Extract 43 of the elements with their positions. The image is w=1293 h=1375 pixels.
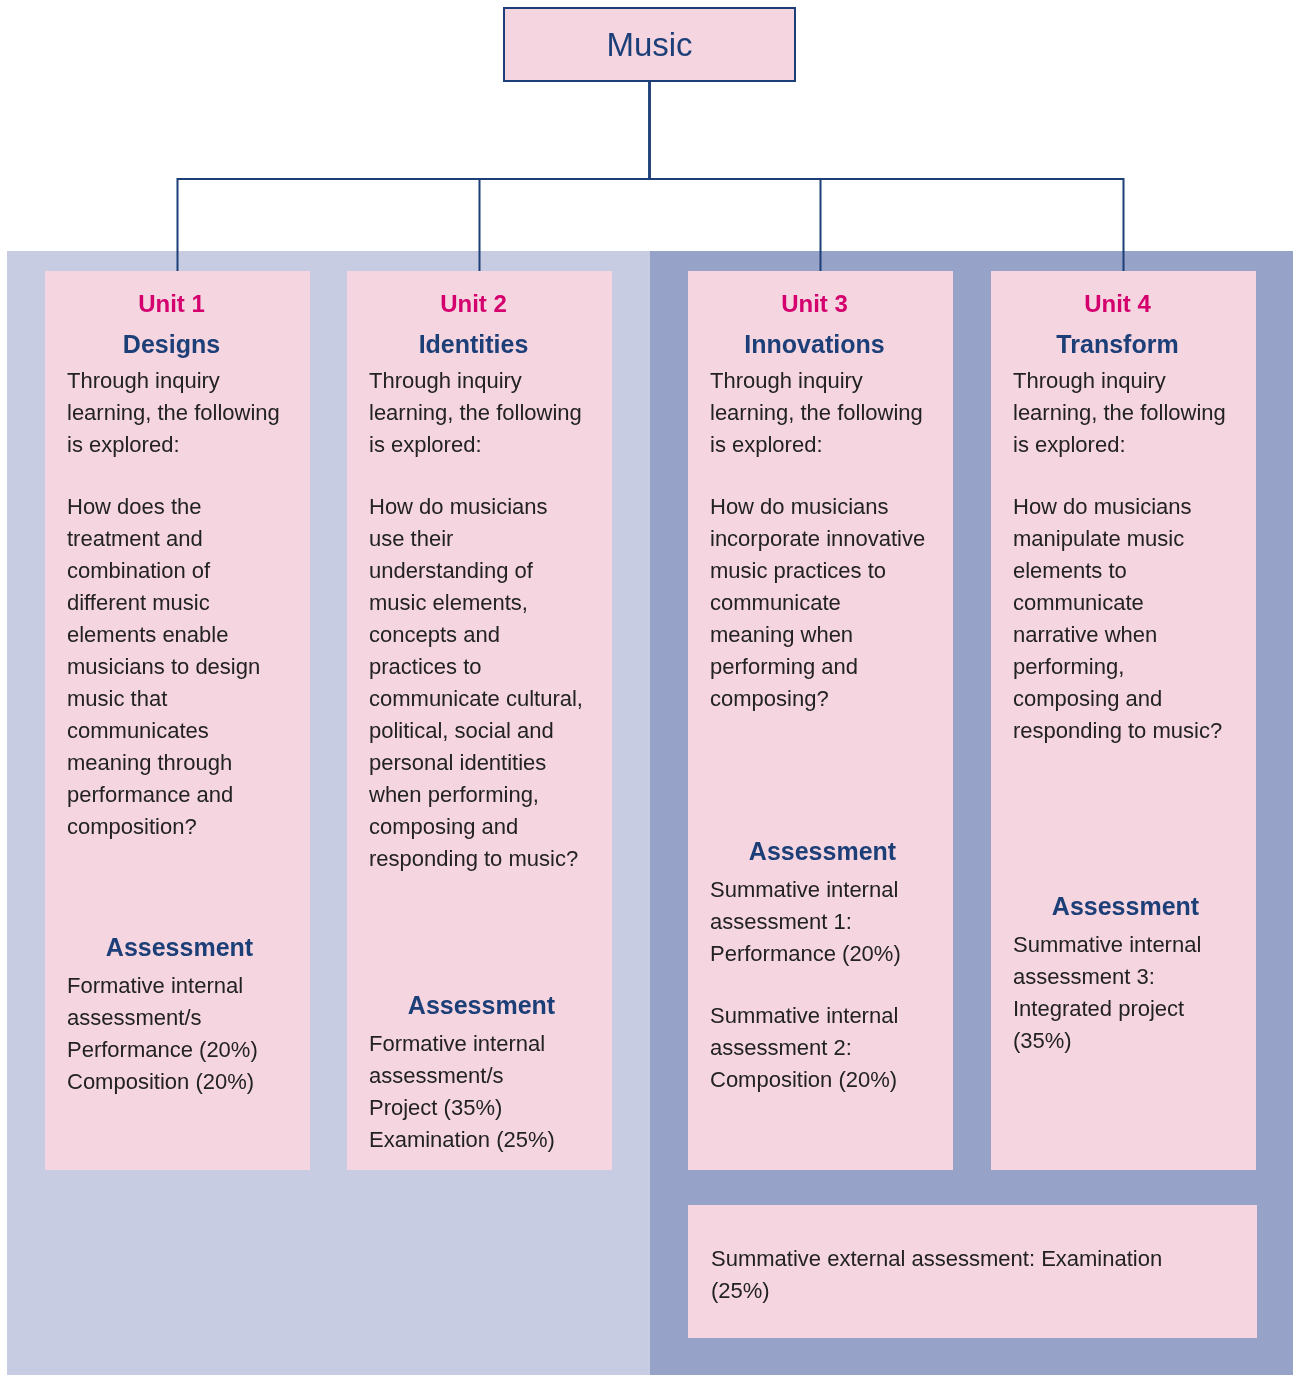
unit-title: Identities (417, 329, 530, 360)
assessment-item: Summative internal assessment 2: (710, 1002, 900, 1062)
unit-number: Unit 4 (1083, 289, 1152, 319)
unit-title: Transform (1055, 329, 1180, 360)
assessment-item: Integrated project (35%) (1013, 995, 1186, 1055)
inquiry-question: How do musicians incorporate innovative music practices to communicate meaning when performing and composing? (710, 493, 927, 713)
title-box (503, 7, 796, 82)
assessment-heading: Assessment (747, 836, 898, 867)
assessment-item: Composition (20%) (67, 1068, 256, 1096)
inquiry-question: How does the treatment and combination of different music elements enable musicians to design music that communicates meaning through performance and composition? (67, 493, 262, 841)
assessment-heading: Assessment (104, 932, 255, 963)
intro-text: Through inquiry learning, the following is explored: (710, 367, 924, 459)
intro-text: Through inquiry learning, the following is explored: (67, 367, 281, 459)
assessment-item: Project (35%) (369, 1094, 504, 1122)
assessment-item: Composition (20%) (710, 1066, 899, 1094)
unit-number: Unit 1 (137, 289, 206, 319)
assessment-item: Summative internal assessment 3: (1013, 931, 1203, 991)
assessment-item: Summative internal assessment 1: (710, 876, 900, 936)
note-text: Summative external assessment: Examination (25%) (711, 1245, 1164, 1305)
connector-line (648, 81, 1125, 272)
background-panel (650, 251, 1293, 1375)
unit-number: Unit 3 (780, 289, 849, 319)
assessment-item: Examination (25%) (369, 1126, 556, 1154)
unit-title: Designs (121, 329, 222, 360)
note-box (688, 1205, 1257, 1338)
assessment-item: Performance (20%) (710, 940, 902, 968)
intro-text: Through inquiry learning, the following is explored: (1013, 367, 1227, 459)
inquiry-question: How do musicians manipulate music elements to communicate narrative when performing, composing and responding to music? (1013, 493, 1224, 745)
unit-card (347, 271, 612, 1170)
unit-title: Innovations (743, 329, 886, 360)
intro-text: Through inquiry learning, the following is explored: (369, 367, 583, 459)
background-panel (7, 251, 650, 1375)
unit-card (991, 271, 1256, 1170)
inquiry-question: How do musicians use their understanding of music elements, concepts and practices to communicate cultural, political, social and personal identities when performing, composing and responding to music? (369, 493, 584, 873)
box-title: Music (606, 25, 693, 64)
unit-card (688, 271, 953, 1170)
assessment-heading: Assessment (1050, 891, 1201, 922)
assessment-heading: Assessment (406, 990, 557, 1021)
assessment-item: Formative internal assessment/s (369, 1030, 547, 1090)
unit-number: Unit 2 (439, 289, 508, 319)
assessment-item: Formative internal assessment/s (67, 972, 245, 1032)
unit-card (45, 271, 310, 1170)
assessment-item: Performance (20%) (67, 1036, 259, 1064)
